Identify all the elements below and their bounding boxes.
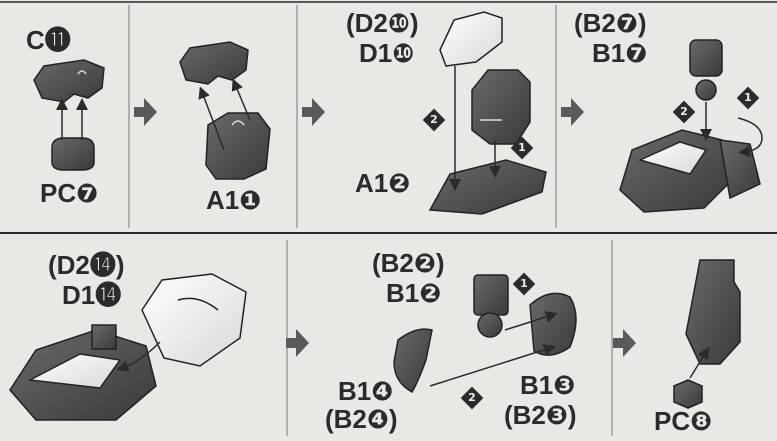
part-pc8 (674, 380, 702, 408)
step-arrow (561, 98, 584, 126)
part-d1-10 (440, 12, 502, 66)
head-assembly (620, 130, 760, 212)
label-b2-3: (B2❸) (504, 402, 577, 428)
part-a1-2 (430, 160, 546, 214)
part-b1-7 (690, 40, 722, 100)
step-arrow (134, 98, 157, 126)
label-d1-14: D1⓮ (62, 282, 121, 308)
order-1-badge: 1 (511, 137, 534, 160)
label-b1-7: B1❼ (592, 40, 647, 66)
part-pc7 (52, 138, 94, 170)
part-d1-14 (142, 274, 246, 366)
order-2-badge: 2 (423, 109, 446, 132)
part-head (472, 70, 530, 144)
part-b1-2 (474, 275, 508, 337)
part-b1-4 (394, 329, 432, 392)
label-d2-10: (D2❿) (346, 10, 419, 36)
label-b2-4: (B2❹) (325, 406, 398, 432)
label-d1-10: D1❿ (359, 40, 414, 66)
label-b2-7: (B2❼) (574, 10, 647, 36)
label-pc7: PC❼ (40, 180, 98, 206)
part-c11 (34, 60, 104, 102)
step-arrow (286, 329, 309, 357)
label-a1-2: A1❷ (355, 170, 410, 196)
label-b1-2: B1❷ (386, 280, 441, 306)
part-a1-1 (206, 113, 270, 179)
part-b1-3 (530, 293, 576, 355)
head-assembly-2 (10, 325, 156, 420)
order-2-badge: 2 (461, 387, 484, 410)
label-b1-4: B1❹ (338, 378, 393, 404)
arm-assembly (686, 260, 740, 364)
label-c11: C⓫ (26, 27, 71, 53)
label-d2-14: (D2⓮) (48, 252, 125, 278)
label-b2-2: (B2❷) (372, 250, 445, 276)
label-a1-1: A1❶ (206, 187, 261, 213)
label-pc8: PC❽ (654, 408, 712, 434)
label-b1-3: B1❸ (520, 372, 575, 398)
step-arrow (613, 329, 636, 357)
order-1-badge: 1 (513, 273, 536, 296)
part-c11-assembled (180, 42, 248, 84)
order-1-badge: 1 (737, 87, 760, 110)
step-arrow (302, 98, 325, 126)
order-2-badge: 2 (673, 101, 696, 124)
